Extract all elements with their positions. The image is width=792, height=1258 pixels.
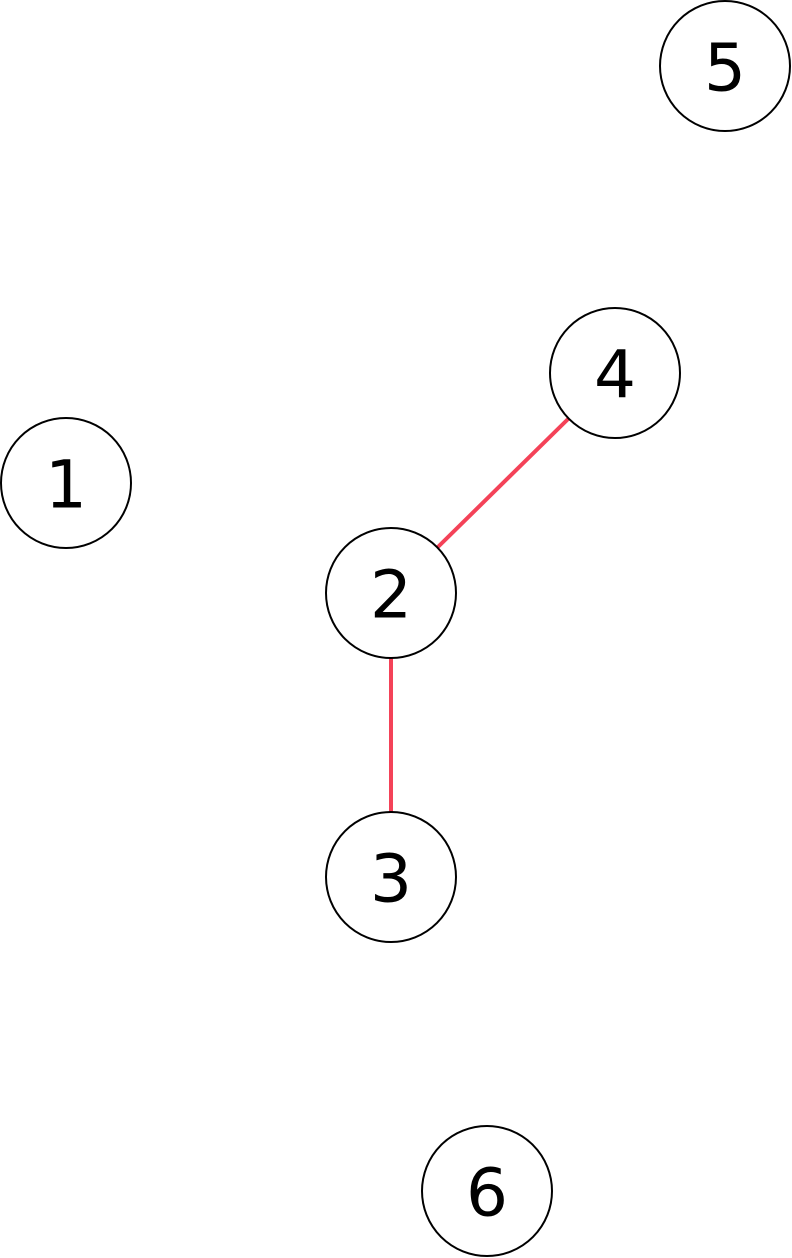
node-circle: [549, 307, 681, 439]
node-circle: [325, 811, 457, 943]
node-2: 2: [325, 527, 457, 659]
edge-2-4: [435, 417, 571, 549]
node-circle: [659, 0, 791, 132]
node-3: 3: [325, 811, 457, 943]
node-label: 3: [370, 841, 412, 918]
node-circle: [325, 527, 457, 659]
node-1: 1: [0, 417, 132, 549]
node-label: 2: [370, 557, 412, 634]
node-circle: [421, 1125, 553, 1257]
node-label: 6: [466, 1155, 508, 1232]
node-5: 5: [659, 0, 791, 132]
node-label: 5: [704, 30, 746, 107]
node-label: 1: [45, 447, 87, 524]
node-6: 6: [421, 1125, 553, 1257]
node-circle: [0, 417, 132, 549]
node-4: 4: [549, 307, 681, 439]
node-label: 4: [594, 337, 636, 414]
edges-layer: [389, 417, 571, 812]
